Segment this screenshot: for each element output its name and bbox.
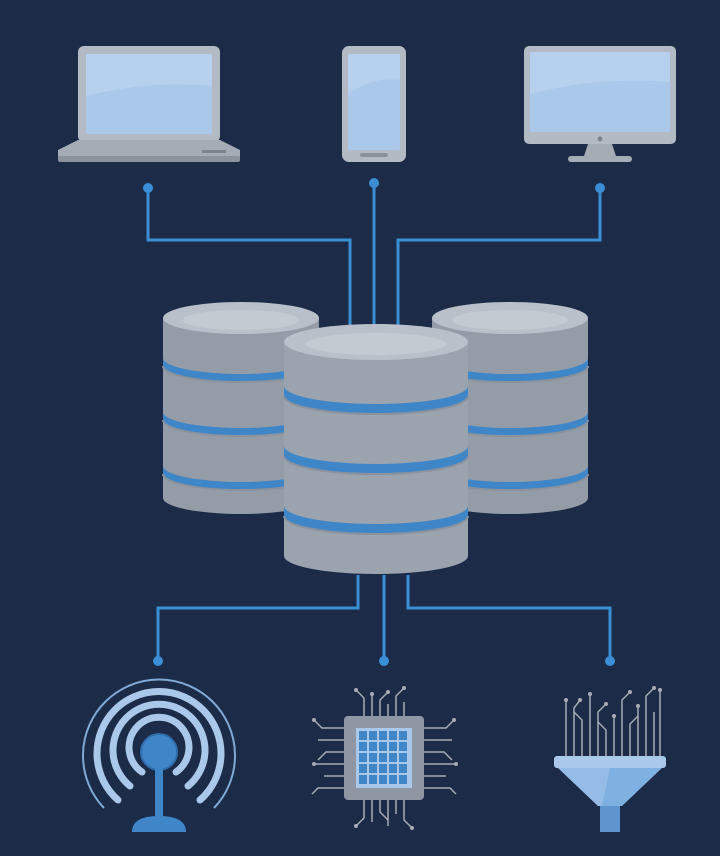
monitor-icon [524,46,676,162]
database-stack-center [283,324,469,574]
connector-dot [605,656,615,666]
connector-antenna [156,575,360,660]
funnel-filter-icon [554,686,666,832]
connector-dot [143,183,153,193]
top-connectors [146,183,602,330]
connector-dot [595,183,605,193]
laptop-icon [58,46,240,162]
cpu-chip-icon [311,686,458,830]
antenna-signal-icon [82,678,236,832]
connector-laptop [146,188,352,330]
database-server-icon [162,302,589,574]
connector-funnel [406,575,612,660]
top-connector-dots [143,178,605,193]
connector-dot [369,178,379,188]
database-stack-right [431,302,589,514]
bottom-connector-dots [153,656,615,666]
connector-monitor [396,188,602,330]
bottom-connectors [156,575,612,660]
smartphone-icon [342,46,406,162]
connector-dot [153,656,163,666]
connector-dot [379,656,389,666]
